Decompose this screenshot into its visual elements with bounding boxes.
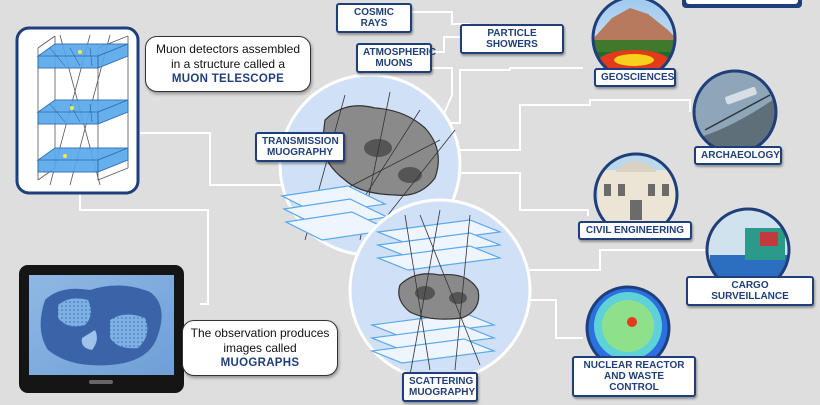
cargo-surveillance-label: CARGO SURVEILLANCE [686,276,814,306]
scattering-muography-illustration [348,198,532,382]
atmospheric-muons-label: ATMOSPHERIC MUONS [356,43,436,73]
scattering-muography-label: SCATTERING MUOGRAPHY [402,372,478,402]
muon-telescope-caption: Muon detectors assembled in a structure … [145,36,311,92]
archaeology-image [692,69,778,155]
nuclear-reactor-label: NUCLEAR REACTOR AND WASTE CONTROL [572,356,696,397]
particle-showers-label: PARTICLE SHOWERS [460,24,564,54]
muographs-caption: The observation produces images called M… [182,320,338,376]
muon-telescope-illustration [15,26,140,195]
transmission-muography-label: TRANSMISSION MUOGRAPHY [255,132,345,162]
civil-engineering-label: CIVIL ENGINEERING [578,221,692,240]
muographs-term: MUOGRAPHS [220,357,300,369]
archaeology-label: ARCHAEOLOGY [694,146,782,165]
cosmic-rays-label: COSMIC RAYS [336,3,412,33]
nuclear-reactor-image [585,285,671,371]
tablet-muograph-illustration [19,265,184,393]
muon-telescope-term: MUON TELESCOPE [171,73,285,85]
geosciences-label: GEOSCIENCES [594,68,676,87]
